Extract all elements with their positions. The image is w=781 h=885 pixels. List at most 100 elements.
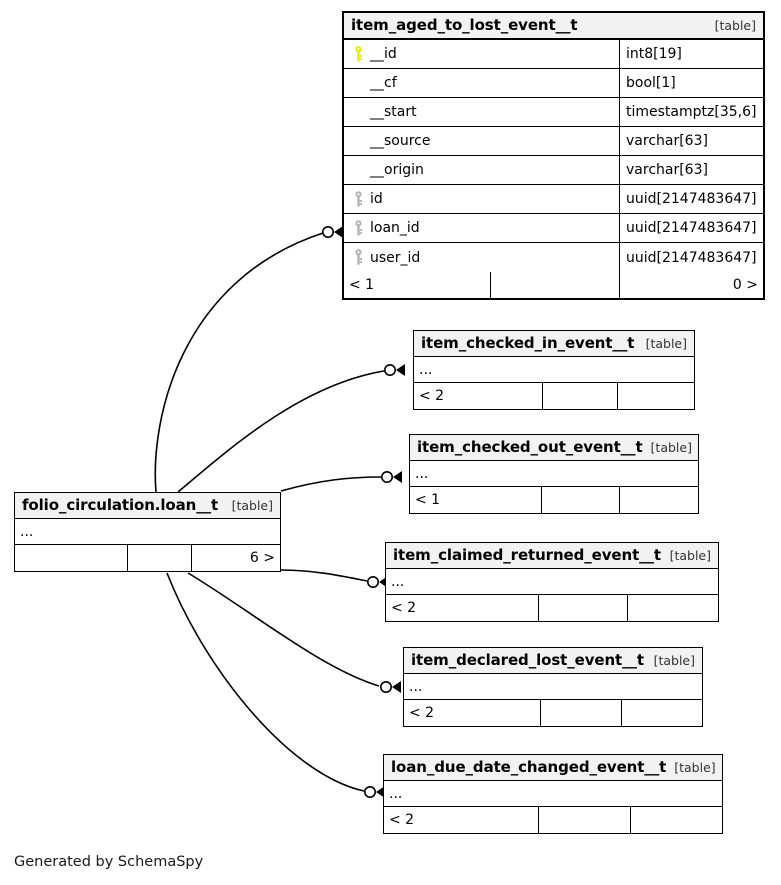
footer-parent-count: < 2: [414, 383, 543, 409]
table-header: item_aged_to_lost_event__t [table]: [344, 13, 763, 40]
table-header: item_claimed_returned_event__t [table]: [386, 543, 718, 569]
table-footer: < 1 0 >: [344, 272, 763, 298]
table-footer: < 1: [410, 487, 698, 513]
column-type: timestamptz[35,6]: [626, 104, 757, 120]
column-type: uuid[2147483647]: [626, 220, 757, 236]
footer-parent-count: < 2: [404, 700, 542, 726]
footer-child-count: [628, 595, 718, 621]
table-kind-label: [table]: [231, 498, 273, 513]
footer-child-count: [620, 487, 698, 513]
table-kind-label: [table]: [650, 440, 692, 455]
footer-parent-count: < 2: [386, 595, 539, 621]
table-kind-label: [table]: [669, 548, 711, 563]
collapsed-columns-ellipsis: ...: [414, 357, 694, 383]
table-title: item_aged_to_lost_event__t: [351, 16, 578, 34]
column-type: int8[19]: [626, 46, 682, 62]
column-name-cell: __origin: [344, 156, 620, 184]
column-type: uuid[2147483647]: [626, 191, 757, 207]
column-type: varchar[63]: [626, 162, 708, 178]
column-name: __origin: [370, 162, 424, 178]
footer-child-count: 6 >: [249, 550, 275, 566]
table-item-checked-out-event-t[interactable]: item_checked_out_event__t [table]...< 1: [409, 434, 699, 514]
column-name: id: [370, 191, 383, 207]
footer-child-count: [631, 807, 722, 833]
footer-spacer: [541, 700, 622, 726]
table-kind-label: [table]: [714, 18, 756, 33]
column-name: user_id: [370, 249, 421, 266]
table-kind-label: [table]: [653, 653, 695, 668]
relationship-edge-item-checked-in-event-t: [177, 363, 405, 493]
relationship-edge-item-declared-lost-event-t: [187, 572, 401, 693]
relationship-edge-item-checked-out-event-t: [280, 470, 402, 492]
table-folio-circulation-loan-t[interactable]: folio_circulation.loan__t [table] ... 6 …: [14, 492, 281, 572]
footer-spacer: [128, 545, 192, 571]
column-name-cell: user_id: [344, 243, 620, 272]
table-row[interactable]: __start timestamptz[35,6]: [344, 98, 763, 127]
table-title: folio_circulation.loan__t: [22, 496, 219, 514]
relationship-edge-item-aged-to-lost-event-t: [154, 226, 343, 493]
table-kind-label: [table]: [674, 760, 716, 775]
column-name: __id: [370, 46, 397, 62]
table-row[interactable]: __source varchar[63]: [344, 127, 763, 156]
table-header: item_checked_in_event__t [table]: [414, 331, 694, 357]
table-row[interactable]: id uuid[2147483647]: [344, 185, 763, 214]
column-type: varchar[63]: [626, 133, 708, 149]
column-name-cell: __start: [344, 98, 620, 126]
column-name-cell: __cf: [344, 69, 620, 97]
footer-parent-count: [15, 545, 128, 571]
table-header: loan_due_date_changed_event__t[table]: [384, 755, 722, 781]
foreign-key-icon: [350, 190, 367, 208]
table-title: item_checked_in_event__t: [421, 334, 635, 352]
schemaspy-credit: Generated by SchemaSpy: [14, 854, 204, 870]
collapsed-columns-ellipsis: ...: [404, 674, 702, 700]
footer-parent-count: < 2: [384, 807, 540, 833]
column-name-cell: id: [344, 185, 620, 213]
table-item-claimed-returned-event-t[interactable]: item_claimed_returned_event__t [table]...…: [385, 542, 719, 622]
table-row[interactable]: __id int8[19]: [344, 40, 763, 69]
footer-child-count: [618, 383, 694, 409]
footer-child-count: 0 >: [732, 277, 758, 293]
collapsed-columns-ellipsis: ...: [386, 569, 718, 595]
footer-parent-count: < 1: [410, 487, 543, 513]
table-title: item_declared_lost_event__t: [411, 651, 644, 669]
column-type: bool[1]: [626, 75, 676, 91]
table-footer: < 2: [384, 807, 722, 833]
footer-parent-count: < 1: [344, 272, 491, 298]
footer-child-count: [622, 700, 702, 726]
table-row[interactable]: loan_id uuid[2147483647]: [344, 214, 763, 243]
table-footer: < 2: [404, 700, 702, 726]
table-header: item_checked_out_event__t [table]: [410, 435, 698, 461]
collapsed-columns-ellipsis: ...: [410, 461, 698, 487]
column-type: uuid[2147483647]: [626, 249, 757, 266]
column-name-cell: __id: [344, 40, 620, 68]
relationship-edge-item-claimed-returned-event-t: [280, 569, 388, 588]
column-name: __source: [370, 133, 431, 149]
collapsed-columns-ellipsis: ...: [384, 781, 722, 807]
column-name: loan_id: [370, 220, 420, 236]
table-kind-label: [table]: [645, 336, 687, 351]
table-row[interactable]: __origin varchar[63]: [344, 156, 763, 185]
table-row[interactable]: user_id uuid[2147483647]: [344, 243, 763, 272]
table-title: item_claimed_returned_event__t: [393, 546, 662, 564]
table-header: folio_circulation.loan__t [table]: [15, 493, 280, 519]
table-item-checked-in-event-t[interactable]: item_checked_in_event__t [table]...< 2: [413, 330, 695, 410]
foreign-key-icon: [350, 249, 367, 266]
table-row[interactable]: __cf bool[1]: [344, 69, 763, 98]
table-footer: < 2: [414, 383, 694, 409]
footer-spacer: [542, 487, 621, 513]
column-name: __cf: [370, 75, 397, 91]
relationship-edge-loan-due-date-changed-event-t: [166, 572, 385, 798]
column-name-cell: loan_id: [344, 214, 620, 242]
collapsed-columns-ellipsis: ...: [15, 519, 280, 545]
column-list: __id int8[19] __cf bool[1] __start timestampt…: [344, 40, 763, 272]
foreign-key-icon: [350, 219, 367, 237]
column-name-cell: __source: [344, 127, 620, 155]
footer-spacer: [543, 383, 619, 409]
footer-spacer: [539, 595, 629, 621]
table-item-declared-lost-event-t[interactable]: item_declared_lost_event__t [table]...< 2: [403, 647, 703, 727]
primary-key-icon: [350, 45, 367, 63]
table-footer: < 2: [386, 595, 718, 621]
table-title: item_checked_out_event__t: [417, 438, 643, 456]
table-loan-due-date-changed-event-t[interactable]: loan_due_date_changed_event__t[table]...…: [383, 754, 723, 834]
